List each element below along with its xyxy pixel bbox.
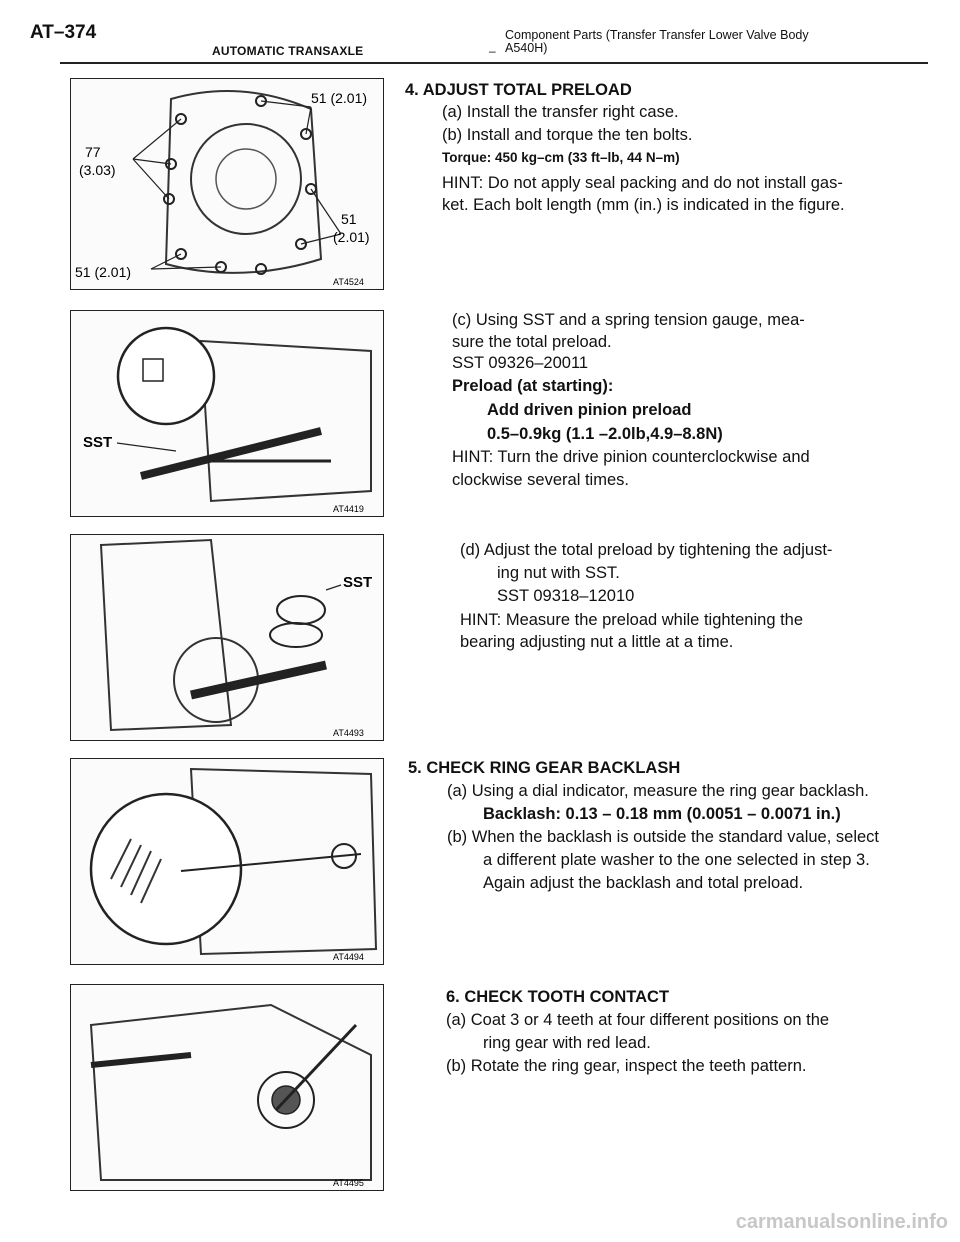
label-51-right: 51 [341, 211, 357, 227]
step4-c-line2: sure the total preload. [452, 333, 612, 351]
label-sst: SST [83, 434, 112, 451]
step6-heading: 6. CHECK TOOTH CONTACT [446, 988, 670, 1006]
step4-preload-add: Add driven pinion preload [487, 401, 692, 419]
header-rule [60, 62, 928, 64]
figure-code: AT4524 [333, 277, 364, 287]
step4-preload-value: 0.5–0.9kg (1.1 –2.0lb,4.9–8.8N) [487, 425, 723, 443]
step4-preload-label: Preload (at starting): [452, 377, 614, 395]
step4-d-line1: (d) Adjust the total preload by tighteni… [460, 541, 833, 559]
watermark: carmanualsonline.info [735, 1211, 948, 1233]
label-51-top: 51 (2.01) [311, 90, 367, 106]
figure-code: AT4494 [333, 952, 364, 962]
header-dash: – [489, 44, 496, 58]
step5-a: (a) Using a dial indicator, measure the … [447, 782, 869, 800]
step5-b-line1: (b) When the backlash is outside the sta… [447, 828, 879, 846]
label-303: (3.03) [79, 162, 116, 178]
step4-b: (b) Install and torque the ten bolts. [442, 126, 693, 144]
figure-ring-gear-backlash: AT4494 [70, 758, 384, 965]
figure-preload-measure: SST AT4419 [70, 310, 384, 517]
section-title: AUTOMATIC TRANSAXLE [212, 44, 364, 58]
label-201-right: (2.01) [333, 229, 370, 245]
step6-a-line2: ring gear with red lead. [483, 1034, 651, 1052]
step4-d-sst: SST 09318–12010 [497, 587, 635, 605]
label-51-bottom: 51 (2.01) [75, 264, 131, 280]
figure-code: AT4493 [333, 728, 364, 738]
step6-b: (b) Rotate the ring gear, inspect the te… [446, 1057, 807, 1075]
step4-hint-line1: HINT: Do not apply seal packing and do n… [442, 174, 843, 192]
figure-code: AT4495 [333, 1178, 364, 1188]
step5-heading: 5. CHECK RING GEAR BACKLASH [408, 759, 681, 777]
step4-c-sst: SST 09326–20011 [452, 354, 589, 372]
step5-b-line3: Again adjust the backlash and total prel… [483, 874, 804, 892]
step4-hint-line2: ket. Each bolt length (mm (in.) is indic… [442, 196, 845, 214]
page-title: Component Parts (Transfer Transfer Lower… [505, 28, 809, 55]
figure-code: AT4419 [333, 504, 364, 514]
step5-b-line2: a different plate washer to the one sele… [483, 851, 870, 869]
figure-tooth-contact: AT4495 [70, 984, 384, 1191]
label-sst: SST [343, 574, 372, 591]
step4-torque: Torque: 450 kg–cm (33 ft–lb, 44 N–m) [442, 150, 680, 165]
step6-a-line1: (a) Coat 3 or 4 teeth at four different … [446, 1011, 830, 1029]
step4-c-hint-line1: HINT: Turn the drive pinion counterclock… [452, 448, 810, 466]
step4-heading: 4. ADJUST TOTAL PRELOAD [405, 81, 632, 99]
step4-d-line2: ing nut with SST. [497, 564, 620, 582]
label-77: 77 [85, 144, 101, 160]
step4-d-hint-line1: HINT: Measure the preload while tighteni… [460, 611, 804, 629]
figure-transfer-case-bolts: 77 (3.03) 51 (2.01) 51 (2.01) 51 (2.01) … [70, 78, 384, 290]
step4-c-hint-line2: clockwise several times. [452, 471, 629, 489]
step5-backlash: Backlash: 0.13 – 0.18 mm (0.0051 – 0.007… [483, 805, 841, 823]
step4-c-line1: (c) Using SST and a spring tension gauge… [452, 311, 805, 329]
step4-a: (a) Install the transfer right case. [442, 103, 679, 121]
page-code: AT–374 [30, 22, 97, 43]
figure-adjusting-nut: SST AT4493 [70, 534, 384, 741]
step4-d-hint-line2: bearing adjusting nut a little at a time… [460, 633, 734, 651]
